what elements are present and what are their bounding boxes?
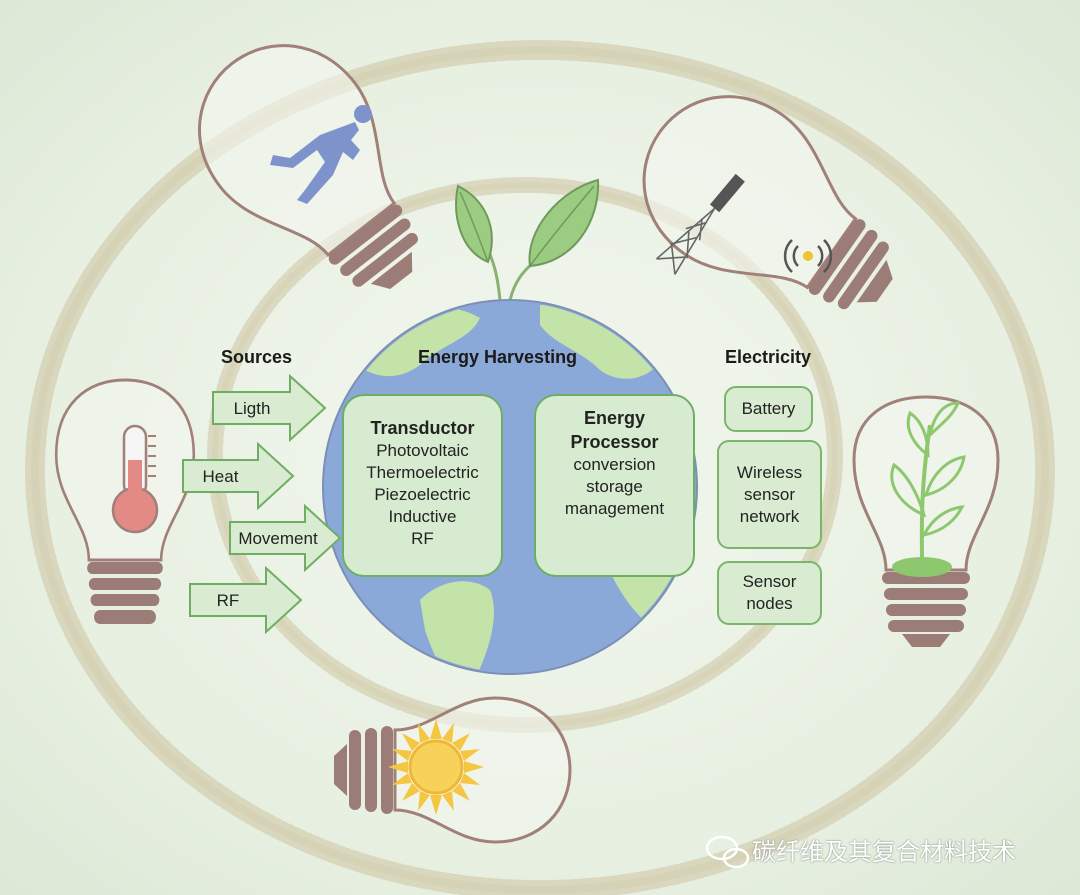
sensor-label-line: Sensor bbox=[742, 572, 797, 591]
arrow-rf bbox=[189, 565, 303, 635]
bulb-plant bbox=[852, 395, 1000, 647]
energy-harvesting-heading: Energy Harvesting bbox=[418, 347, 578, 367]
bulb-movement bbox=[198, 44, 418, 289]
thermometer-icon bbox=[111, 424, 159, 534]
leaves-icon bbox=[455, 178, 600, 301]
bulb-rf bbox=[642, 95, 893, 310]
wireless-sensor-network-box: Wireless sensor network bbox=[717, 440, 822, 549]
wireless-label-line: network bbox=[739, 506, 800, 526]
transductor-item: Piezoelectric bbox=[374, 485, 471, 504]
sensor-nodes-box: Sensor nodes bbox=[717, 561, 822, 625]
wireless-label-line: Wireless bbox=[736, 462, 803, 482]
transductor-title: Transductor bbox=[370, 418, 475, 438]
sources-heading: Sources bbox=[221, 347, 293, 367]
signal-waves bbox=[783, 239, 833, 273]
electricity-heading: Electricity bbox=[725, 347, 812, 367]
watermark: 碳纤维及其复合材料技术 bbox=[752, 832, 1016, 867]
source-label-movement: Movement bbox=[238, 529, 318, 548]
sun-icon bbox=[388, 719, 484, 815]
transductor-item: RF bbox=[411, 529, 434, 548]
wechat-icon bbox=[705, 835, 750, 869]
battery-box: Battery bbox=[724, 386, 813, 432]
processor-item: management bbox=[564, 499, 665, 518]
watermark-text: 碳纤维及其复合材料技术 bbox=[752, 839, 1016, 866]
earth-globe-icon bbox=[322, 299, 698, 675]
battery-label: Battery bbox=[741, 399, 796, 418]
processor-title: Energy bbox=[583, 408, 646, 428]
source-label-heat: Heat bbox=[202, 467, 239, 486]
arrow-heat bbox=[182, 441, 295, 511]
processor-item: storage bbox=[586, 477, 643, 496]
plant-icon bbox=[890, 401, 966, 577]
processor-title: Processor bbox=[570, 432, 659, 452]
wireless-label-line: sensor bbox=[743, 484, 796, 504]
radio-tower-icon bbox=[656, 173, 745, 275]
source-label-rf: RF bbox=[216, 591, 240, 610]
arrow-light bbox=[212, 373, 327, 443]
sensor-label-line: nodes bbox=[746, 594, 793, 613]
source-arrows bbox=[182, 373, 342, 635]
walking-person-icon bbox=[270, 105, 372, 204]
processor-item: conversion bbox=[573, 455, 656, 474]
arrow-movement bbox=[229, 503, 342, 573]
source-label-light: Ligth bbox=[233, 399, 271, 418]
transductor-item: Thermoelectric bbox=[366, 463, 479, 482]
transductor-item: Photovoltaic bbox=[376, 441, 469, 460]
transductor-item: Inductive bbox=[388, 507, 457, 526]
energy-processor-box: Energy Processor conversion storage mana… bbox=[534, 394, 695, 577]
transductor-box: Transductor Photovoltaic Thermoelectric … bbox=[342, 394, 503, 577]
